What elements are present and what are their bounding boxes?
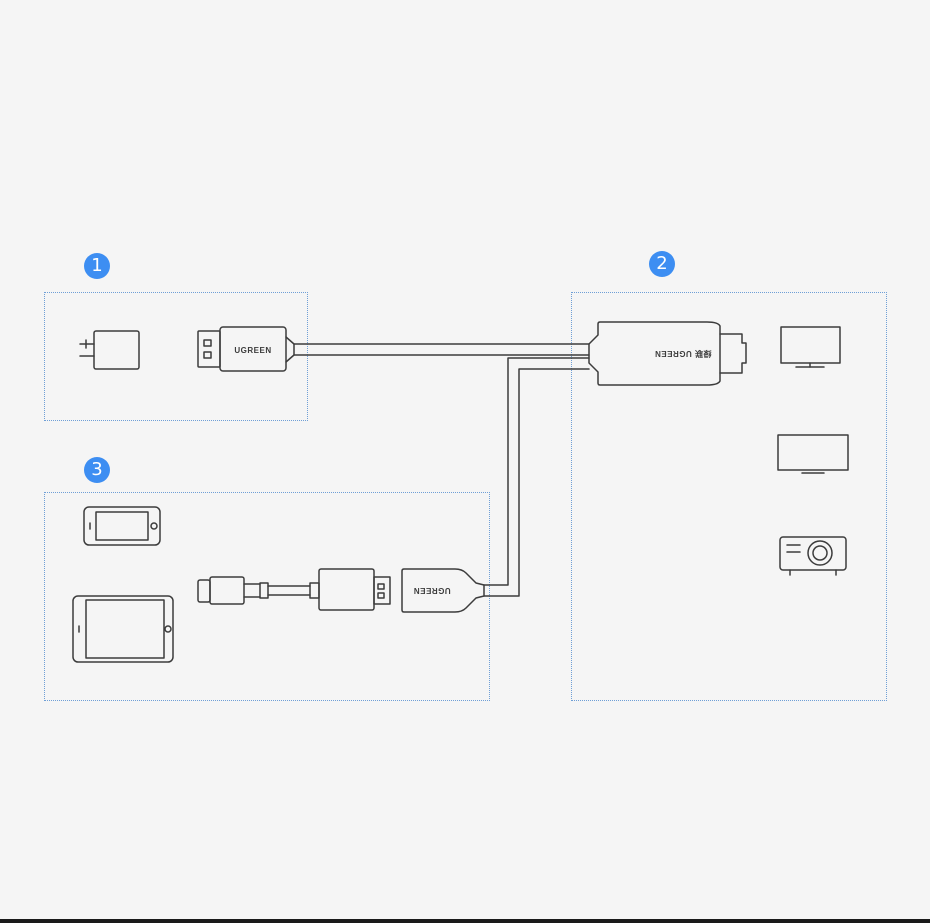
tv-icon [777, 434, 849, 474]
step-1-badge: 1 [84, 253, 110, 279]
hdmi-housing-logo: 绿联 UGREEN [655, 349, 712, 359]
power-cable [293, 343, 590, 356]
usb-plug-logo: UGREEN [234, 346, 271, 355]
signal-cable [483, 357, 590, 597]
iphone-icon [83, 506, 161, 546]
projector-icon [779, 536, 847, 576]
zone-power [44, 292, 308, 421]
lightning-cable-icon [197, 568, 391, 611]
step-3-badge: 3 [84, 457, 110, 483]
usb-a-plug-icon [197, 326, 295, 372]
monitor-icon [780, 326, 841, 368]
lightning-socket-logo: UGREEN [413, 586, 450, 595]
zone-display [571, 292, 887, 701]
bottom-divider [0, 919, 930, 923]
hdmi-plug-icon [588, 321, 747, 386]
ipad-icon [72, 595, 174, 663]
power-adapter-icon [79, 330, 140, 370]
lightning-socket-housing [401, 568, 485, 613]
step-2-badge: 2 [649, 251, 675, 277]
